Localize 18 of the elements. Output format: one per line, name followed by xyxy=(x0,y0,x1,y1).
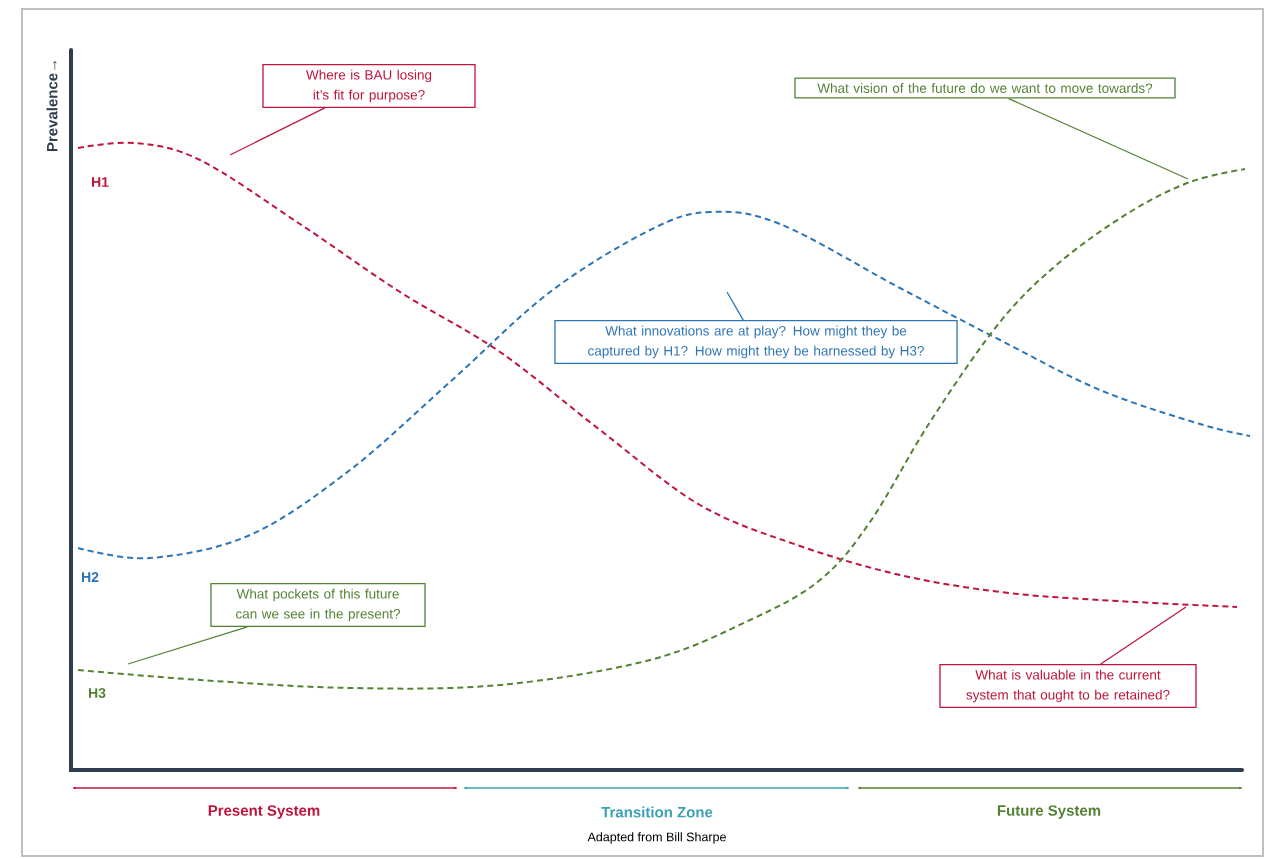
leader-line xyxy=(127,626,249,665)
caption: Adapted from Bill Sharpe xyxy=(587,832,726,844)
leader-line xyxy=(726,291,744,321)
question-box: What is valuable in the current system that ought to be retained? xyxy=(939,664,1197,708)
question-box: What vision of the future do we want to move towards? xyxy=(794,77,1176,99)
curve-label: H3 xyxy=(89,688,106,698)
question-box: What innovations are at play? How might they be captured by H1? How might they be harnessed by H3? xyxy=(554,320,958,364)
axis-label: Prevalence→ xyxy=(46,60,58,152)
zone-label: Present System xyxy=(208,805,320,819)
leader-line xyxy=(1100,606,1187,665)
zone-label: Future System xyxy=(997,805,1101,819)
curve-label: H1 xyxy=(92,177,109,187)
question-box: What pockets of this future can we see in the present? xyxy=(210,583,426,627)
leader-line xyxy=(229,107,326,156)
leader-line xyxy=(1008,97,1189,180)
curve-label: H2 xyxy=(82,572,99,582)
zone-label: Transition Zone xyxy=(601,806,713,818)
question-box: Where is BAU losing it’s fit for purpose? xyxy=(262,64,476,108)
